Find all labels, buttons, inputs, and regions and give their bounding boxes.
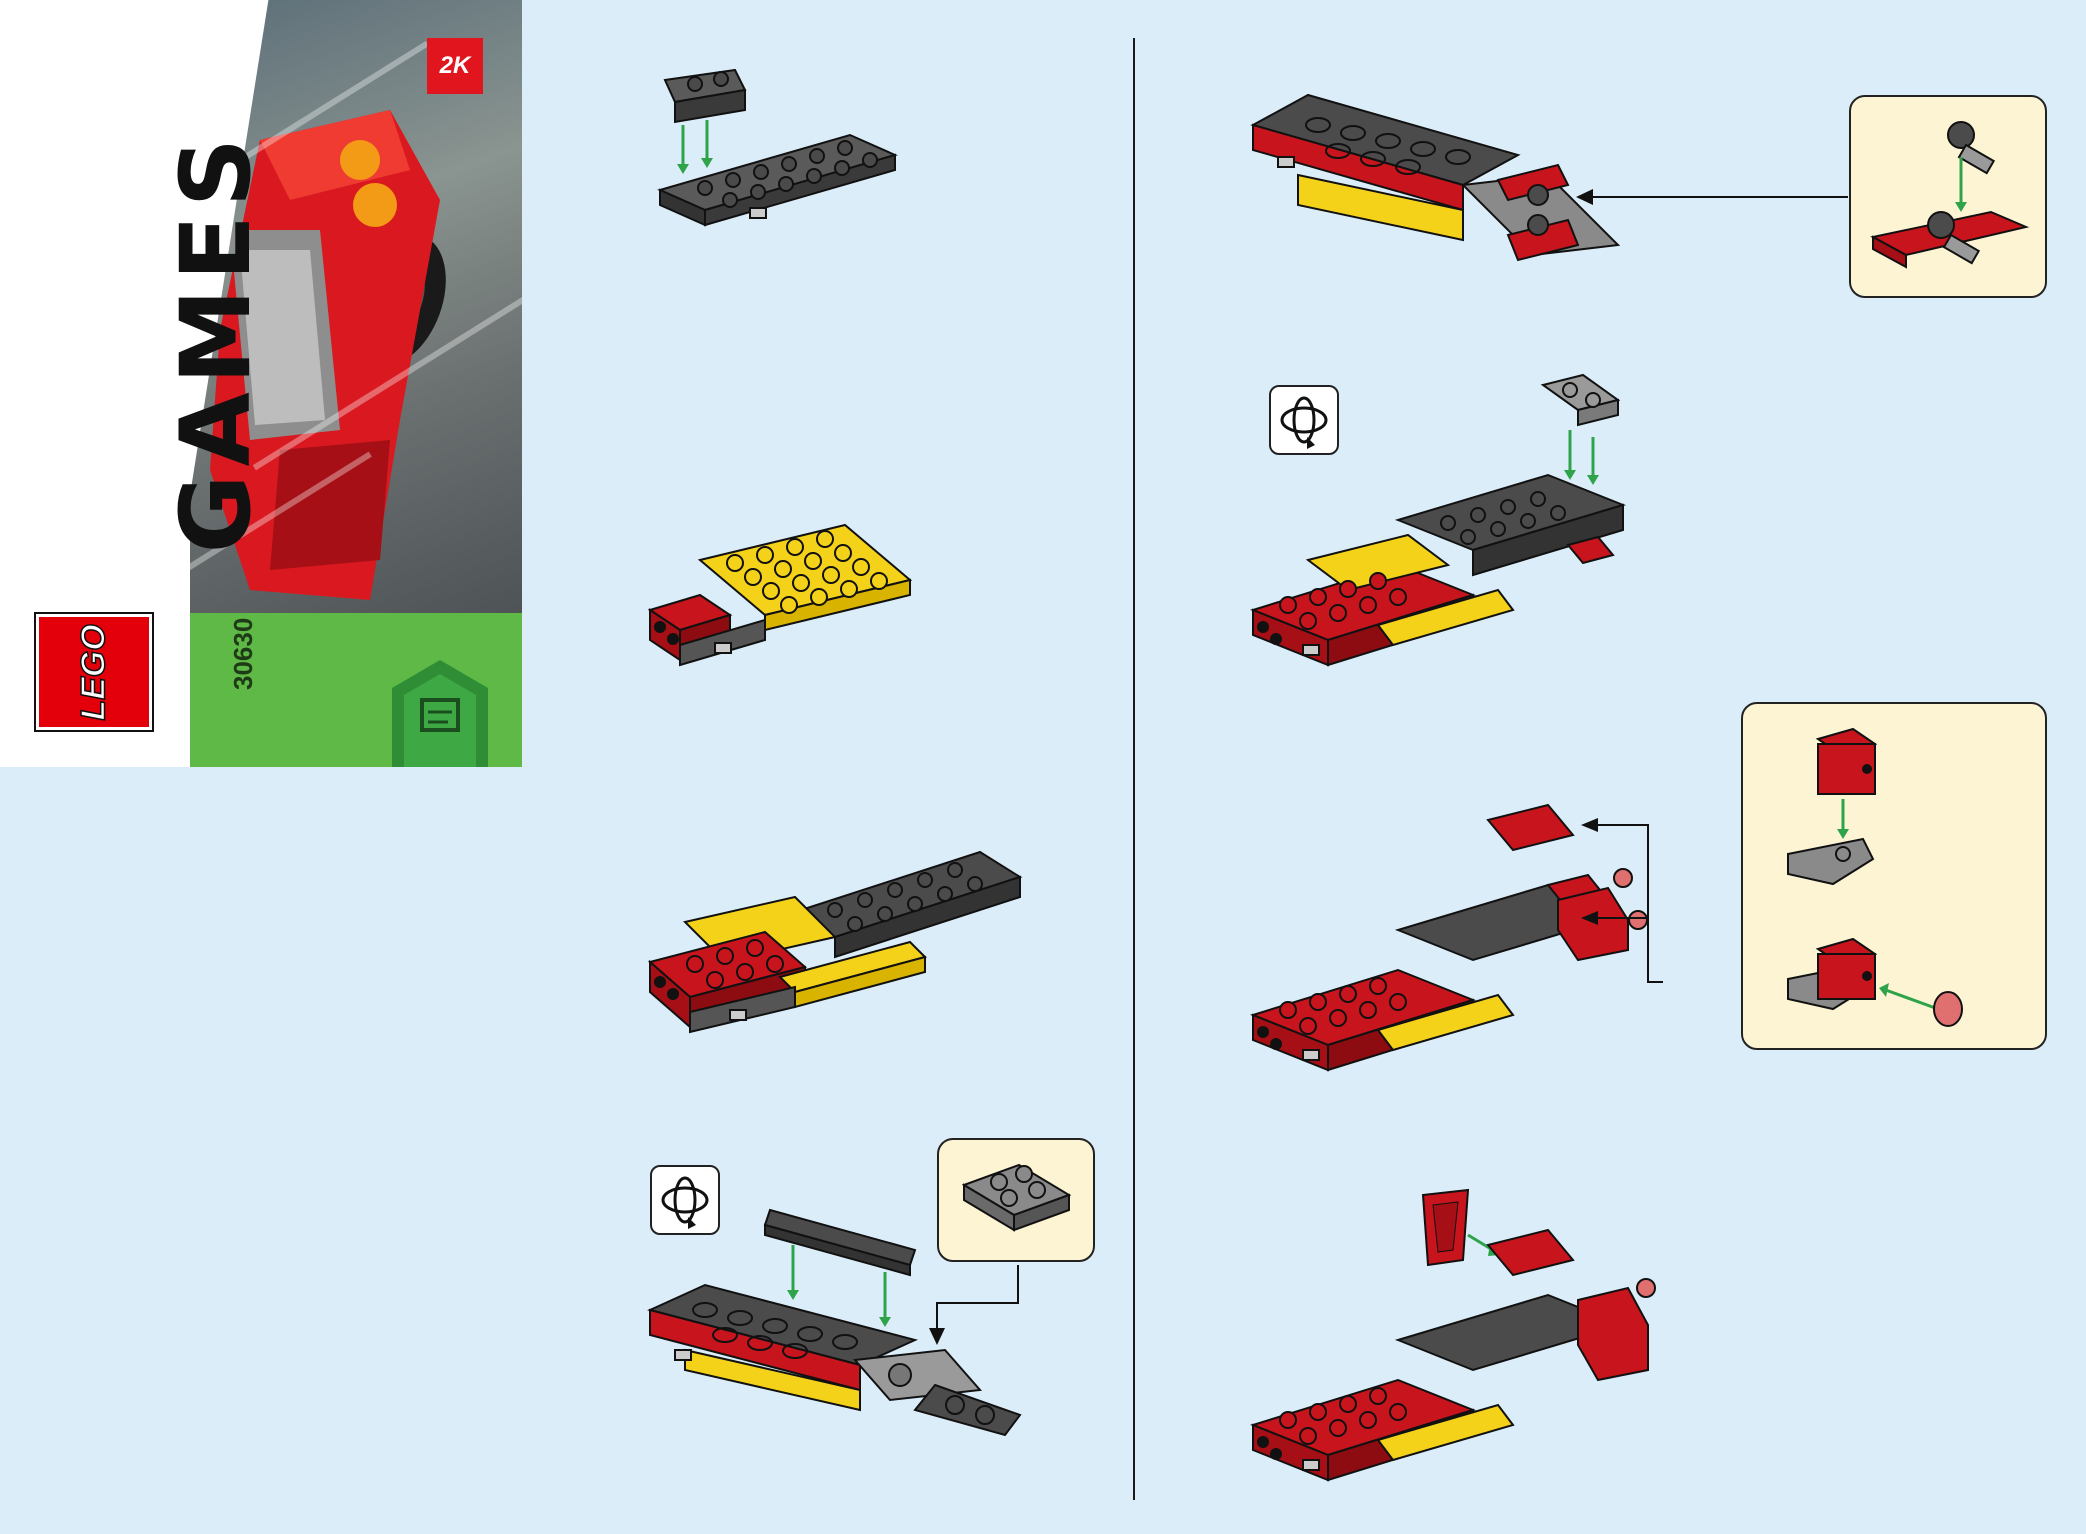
step-5-illustration xyxy=(1248,85,1628,285)
step-7-illustration xyxy=(1248,800,1628,1070)
step-2 xyxy=(645,515,925,685)
step-5 xyxy=(1248,85,1628,285)
step-1 xyxy=(655,60,905,240)
step-1-illustration xyxy=(655,60,905,240)
partner-badge: 2K xyxy=(427,38,483,94)
step-3 xyxy=(645,842,1025,1072)
step-5-callout xyxy=(1849,95,2047,298)
step-8-illustration xyxy=(1248,1190,1668,1490)
step-7-callout xyxy=(1741,702,2047,1050)
step-4-illustration xyxy=(645,1200,1025,1480)
age-badge-icon xyxy=(392,660,488,767)
step-4 xyxy=(645,1200,1025,1480)
lego-logo: LEGO xyxy=(36,614,152,730)
step-6-illustration xyxy=(1248,365,1628,675)
step-7 xyxy=(1248,800,1628,1070)
step-7-pointer-lines xyxy=(1578,800,1698,1000)
pin-on-plate-part-icon xyxy=(1851,97,2045,296)
column-divider xyxy=(1133,38,1135,1500)
step-6 xyxy=(1248,365,1628,675)
step-3-illustration xyxy=(645,842,1025,1072)
cover-panel: 2K GAMES LEGO 30630 xyxy=(0,0,522,767)
step-8 xyxy=(1248,1190,1668,1490)
step-2-illustration xyxy=(645,515,925,685)
brick-and-pin-part-icon xyxy=(1743,704,2045,1048)
